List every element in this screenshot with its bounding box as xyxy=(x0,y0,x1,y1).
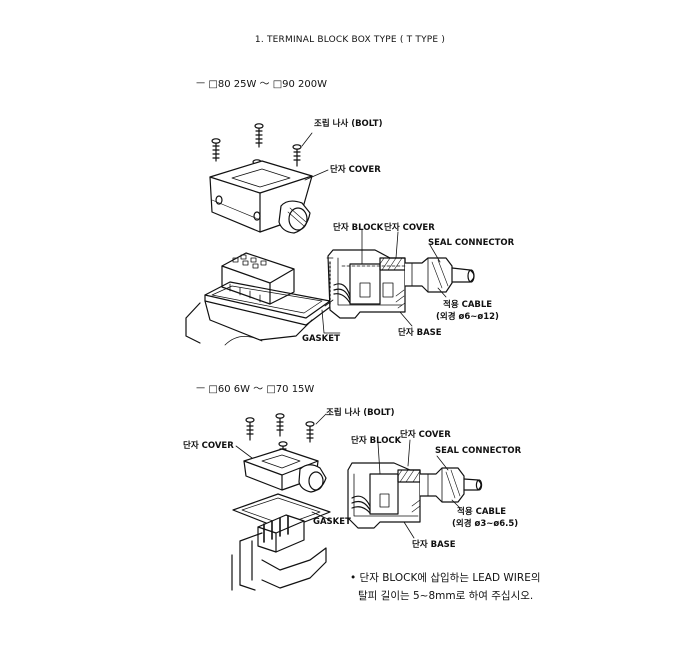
page-title: 1. TERMINAL BLOCK BOX TYPE ( T TYPE ) xyxy=(254,35,446,45)
bolt-5 xyxy=(246,418,254,440)
section1-label-seal-connector: SEAL CONNECTOR xyxy=(428,238,515,248)
section1-label-cover-side: 단자 COVER xyxy=(384,223,435,233)
section2-leader-lines xyxy=(236,414,460,538)
bolt-7 xyxy=(306,422,314,442)
section2-label-bolt: 조립 나사 (BOLT) xyxy=(326,408,395,418)
section2-label-gasket: GASKET xyxy=(313,517,351,527)
bolt-3 xyxy=(293,145,301,166)
section1-label-gasket: GASKET xyxy=(302,334,340,344)
section2-cross-section xyxy=(348,463,482,528)
section2-label-cover-side: 단자 COVER xyxy=(400,430,451,440)
section2-label-base: 단자 BASE xyxy=(412,540,456,550)
section2-exploded-view xyxy=(232,414,330,590)
section1-cross-section xyxy=(325,250,474,318)
section1-range: ㅡ □80 25W ～ □90 200W xyxy=(196,79,328,90)
section2-label-cable-diameter: (외경 ø3~ø6.5) xyxy=(452,519,519,529)
bolt-1 xyxy=(212,139,220,161)
section1-label-cover-top: 단자 COVER xyxy=(330,165,381,175)
terminal-block xyxy=(222,253,294,304)
section1-label-bolt: 조립 나사 (BOLT) xyxy=(314,119,383,129)
section1-label-base: 단자 BASE xyxy=(398,328,442,338)
section2-label-seal-connector: SEAL CONNECTOR xyxy=(435,446,522,456)
section1-label-cable-diameter: (외경 ø6~ø12) xyxy=(436,312,499,322)
section1-label-cable: 적용 CABLE xyxy=(443,300,493,310)
terminal-cover-box xyxy=(210,161,312,233)
bolt-6 xyxy=(276,414,284,436)
section2-label-cable: 적용 CABLE xyxy=(457,507,507,517)
section1-label-block: 단자 BLOCK xyxy=(333,223,384,233)
note-line-1: • 단자 BLOCK에 삽입하는 LEAD WIRE의 xyxy=(350,572,541,584)
section2-label-cover-left: 단자 COVER xyxy=(183,441,234,451)
section1-leader-lines xyxy=(302,133,446,333)
section2-range: ㅡ □60 6W ～ □70 15W xyxy=(196,384,315,395)
note-line-2: 탈피 길이는 5~8mm로 하여 주십시오. xyxy=(358,590,534,602)
bolt-2 xyxy=(255,124,263,147)
section2-label-block: 단자 BLOCK xyxy=(351,436,402,446)
section1-exploded-view xyxy=(186,124,330,345)
